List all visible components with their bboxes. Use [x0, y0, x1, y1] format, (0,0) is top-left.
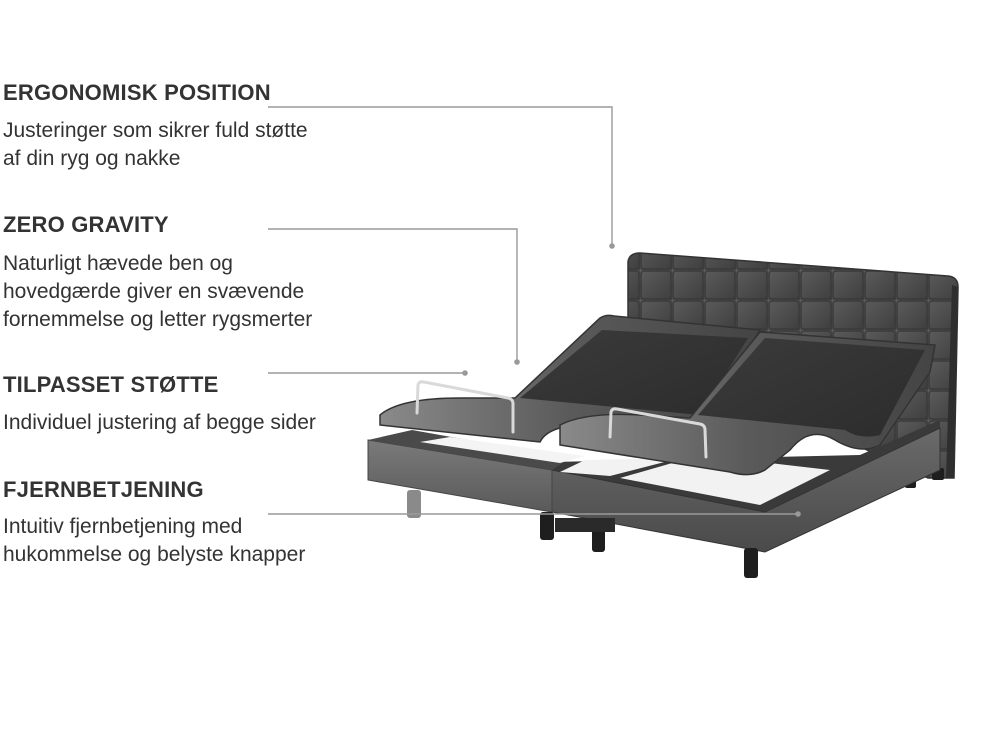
- feature-description-tilpasset-stotte: Individuel justering af begge sider: [3, 409, 316, 437]
- feature-description-line: Naturligt hævede ben og: [3, 252, 233, 275]
- bed-frame: [551, 420, 941, 553]
- left-platform: [379, 314, 762, 443]
- feature-description-zero-gravity: Naturligt hævede ben og hovedgærde giver…: [3, 250, 312, 334]
- leader-dots: [462, 243, 801, 517]
- feature-description-line: af din ryg og nakke: [3, 147, 181, 170]
- leader-line-zero-gravity: [268, 228, 518, 362]
- mattress-retainer-bar: [415, 380, 515, 434]
- leader-lines: [268, 106, 798, 515]
- bed-frame-left: [367, 430, 585, 513]
- feature-description-line: hovedgærde giver en svævende: [3, 280, 305, 303]
- feature-description-line: Intuitiv fjernbetjening med: [3, 515, 243, 538]
- bed-leg: [407, 490, 421, 518]
- motor-unit: [555, 518, 615, 532]
- bed-leg: [540, 512, 554, 540]
- feature-title-zero-gravity: ZERO GRAVITY: [3, 212, 169, 237]
- feature-description-line: hukommelse og belyste knapper: [3, 543, 306, 566]
- right-platform: [559, 331, 936, 476]
- feature-title-fjernbetjening: FJERNBETJENING: [3, 477, 204, 502]
- leader-line-ergonomisk: [268, 106, 613, 246]
- feature-title-tilpasset-stotte: TILPASSET STØTTE: [3, 372, 219, 397]
- feature-description-line: Individuel justering af begge sider: [3, 411, 316, 434]
- mattress-retainer-bar: [608, 407, 708, 459]
- feature-title-ergonomisk-position: ERGONOMISK POSITION: [3, 80, 271, 105]
- feature-description-line: fornemmelse og letter rygsmerter: [3, 308, 313, 331]
- bed-leg: [744, 548, 758, 578]
- feature-description-ergonomisk-position: Justeringer som sikrer fuld støtte af di…: [3, 117, 308, 173]
- feature-description-fjernbetjening: Intuitiv fjernbetjening med hukommelse o…: [3, 513, 305, 569]
- feature-description-line: Justeringer som sikrer fuld støtte: [3, 119, 308, 142]
- bed-leg: [592, 528, 605, 552]
